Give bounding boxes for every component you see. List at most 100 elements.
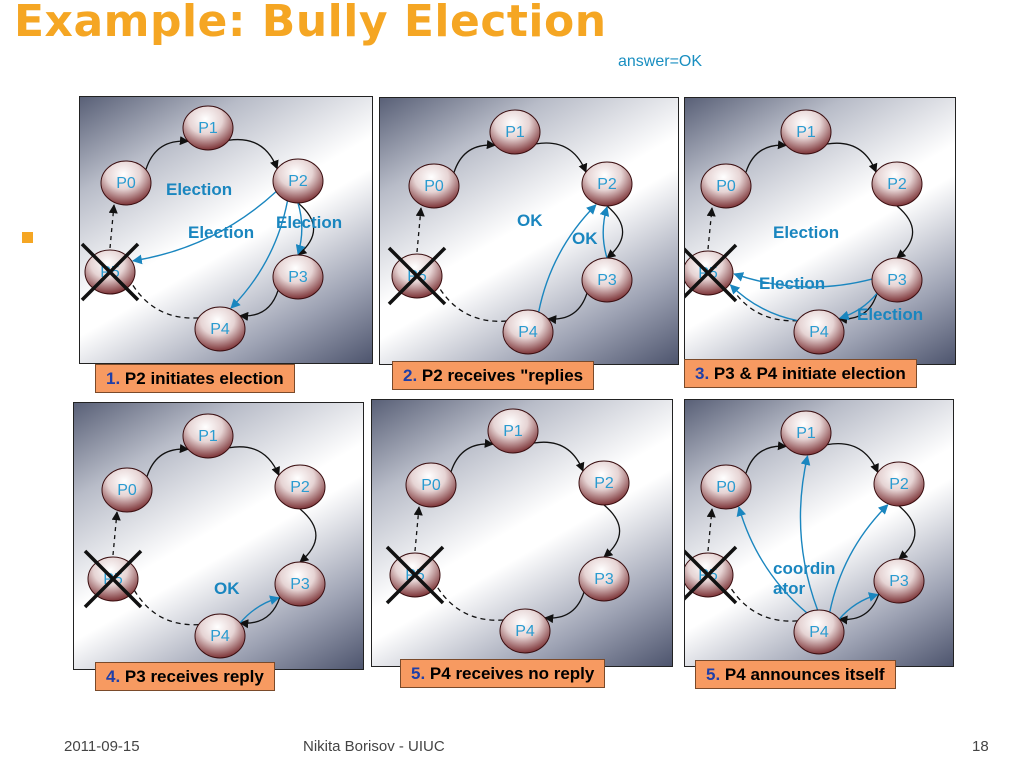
node-label: P2 [887,176,907,193]
ring-arrow-P0-P1 [745,441,788,474]
node-label: P2 [597,176,617,193]
ring-arrow-P4-P5 [133,590,199,626]
slide-title: Example: Bully Election [14,0,607,47]
footer-author: Nikita Borisov - UIUC [303,738,445,755]
node-label: P0 [421,477,441,494]
panel-4-caption: 4. P3 receives reply [95,662,275,691]
panel-2-svg: OKOKP0P1P2P3P4P5 [387,109,633,355]
message-label: OK [517,211,543,230]
ring-arrows [415,140,624,325]
ring-arrow-P5-P0 [413,506,423,552]
node-label: P0 [117,482,137,499]
node-label: P0 [424,178,444,195]
node-label: P2 [288,173,308,190]
node-label: P3 [597,272,617,289]
ring-arrow-P1-P2 [229,446,280,477]
node-p4: P4 [499,608,551,654]
crash-x-icon [685,545,738,605]
node-p3: P3 [871,257,923,303]
node-p1: P1 [780,109,832,155]
node-p2: P2 [581,161,633,207]
message-arrow-P3-P5 [733,272,873,288]
node-p5: P5 [685,243,738,303]
message-arrow-P4-P2 [537,204,597,313]
ring-arrow-P5-P0 [415,207,425,253]
ring-arrow-P2-P3 [896,205,914,259]
ring-arrow-P4-P5 [130,282,199,319]
message-arrow-P3-P4 [838,292,878,321]
panel-6-caption-num: 5. [706,665,721,684]
coordinator-label: ator [773,579,806,598]
panel-6-caption: 5. P4 announces itself [695,660,896,689]
ring-arrow-P3-P4 [547,292,588,325]
node-label: P3 [889,573,909,590]
ring-arrow-P2-P3 [299,508,317,563]
panel-3-svg: ElectionElectionElectionP0P1P2P3P4P5 [685,109,923,355]
node-label: P0 [716,479,736,496]
node-p4: P4 [194,306,246,352]
node-label: P3 [594,571,614,588]
node-label: P2 [290,479,310,496]
panel-3-caption-text: P3 & P4 initiate election [713,364,906,383]
bullet-icon [22,232,33,243]
node-p4: P4 [793,309,845,355]
node-p5: P5 [80,242,140,302]
node-label: P1 [198,120,218,137]
message-arrows [537,204,610,313]
panel-5-diagram: P0P1P2P3P4P5 [371,399,673,667]
message-arrow-P2-P3 [295,202,306,255]
message-arrow-P4-P3 [838,592,879,620]
ring-arrow-P2-P3 [898,505,916,560]
node-p3: P3 [272,254,324,300]
panel-5-caption-num: 5. [411,664,426,683]
message-label: OK [214,579,240,598]
node-label: P3 [288,269,308,286]
panel-1-caption-num: 1. [106,369,121,388]
ring-arrow-P0-P1 [745,140,788,173]
panel-5-caption: 5. P4 receives no reply [400,659,606,688]
node-p4: P4 [502,309,554,355]
coordinator-label: coordin [773,559,835,578]
panel-4-diagram: OKP0P1P2P3P4P5 [73,402,364,670]
node-p4: P4 [793,609,845,655]
footer-page-number: 18 [972,738,989,755]
node-p2: P2 [871,161,923,207]
crash-x-icon [83,549,143,609]
node-p1: P1 [182,105,234,151]
ring-arrow-P5-P0 [111,511,121,556]
panel-2-caption: 2. P2 receives "replies [392,361,595,390]
panel-2-caption-num: 2. [403,366,418,385]
panel-3-diagram: ElectionElectionElectionP0P1P2P3P4P5 [684,97,956,365]
node-label: P1 [505,124,525,141]
node-p5: P5 [685,545,738,605]
message-arrow-P4-P5 [729,284,798,322]
ring-arrows [413,438,621,624]
node-label: P2 [889,476,909,493]
ring-arrow-P4-P5 [436,585,504,621]
node-label: P4 [518,324,538,341]
node-p1: P1 [780,410,832,456]
message-arrow-P4-P2 [829,504,889,613]
node-p3: P3 [578,556,630,602]
ring-arrow-P0-P1 [450,438,494,473]
message-label: Election [773,223,839,242]
message-label: Election [759,274,825,293]
node-p0: P0 [405,462,457,508]
ring-arrow-P3-P4 [838,593,880,625]
message-arrow-P2-P4 [230,200,289,309]
node-label: P3 [290,576,310,593]
node-p4: P4 [194,613,246,659]
answer-note: answer=OK [618,53,703,70]
node-p2: P2 [873,461,925,507]
ring-arrow-P3-P4 [239,290,279,321]
ring-arrow-P5-P0 [108,204,118,249]
message-arrows [132,191,306,309]
ring-arrow-P3-P4 [239,596,281,629]
node-p0: P0 [700,464,752,510]
node-label: P0 [116,175,136,192]
node-label: P1 [198,428,218,445]
panel-1-svg: ElectionElectionElectionP0P1P2P3P4P5 [80,105,342,352]
ring-arrow-P2-P3 [603,504,621,558]
